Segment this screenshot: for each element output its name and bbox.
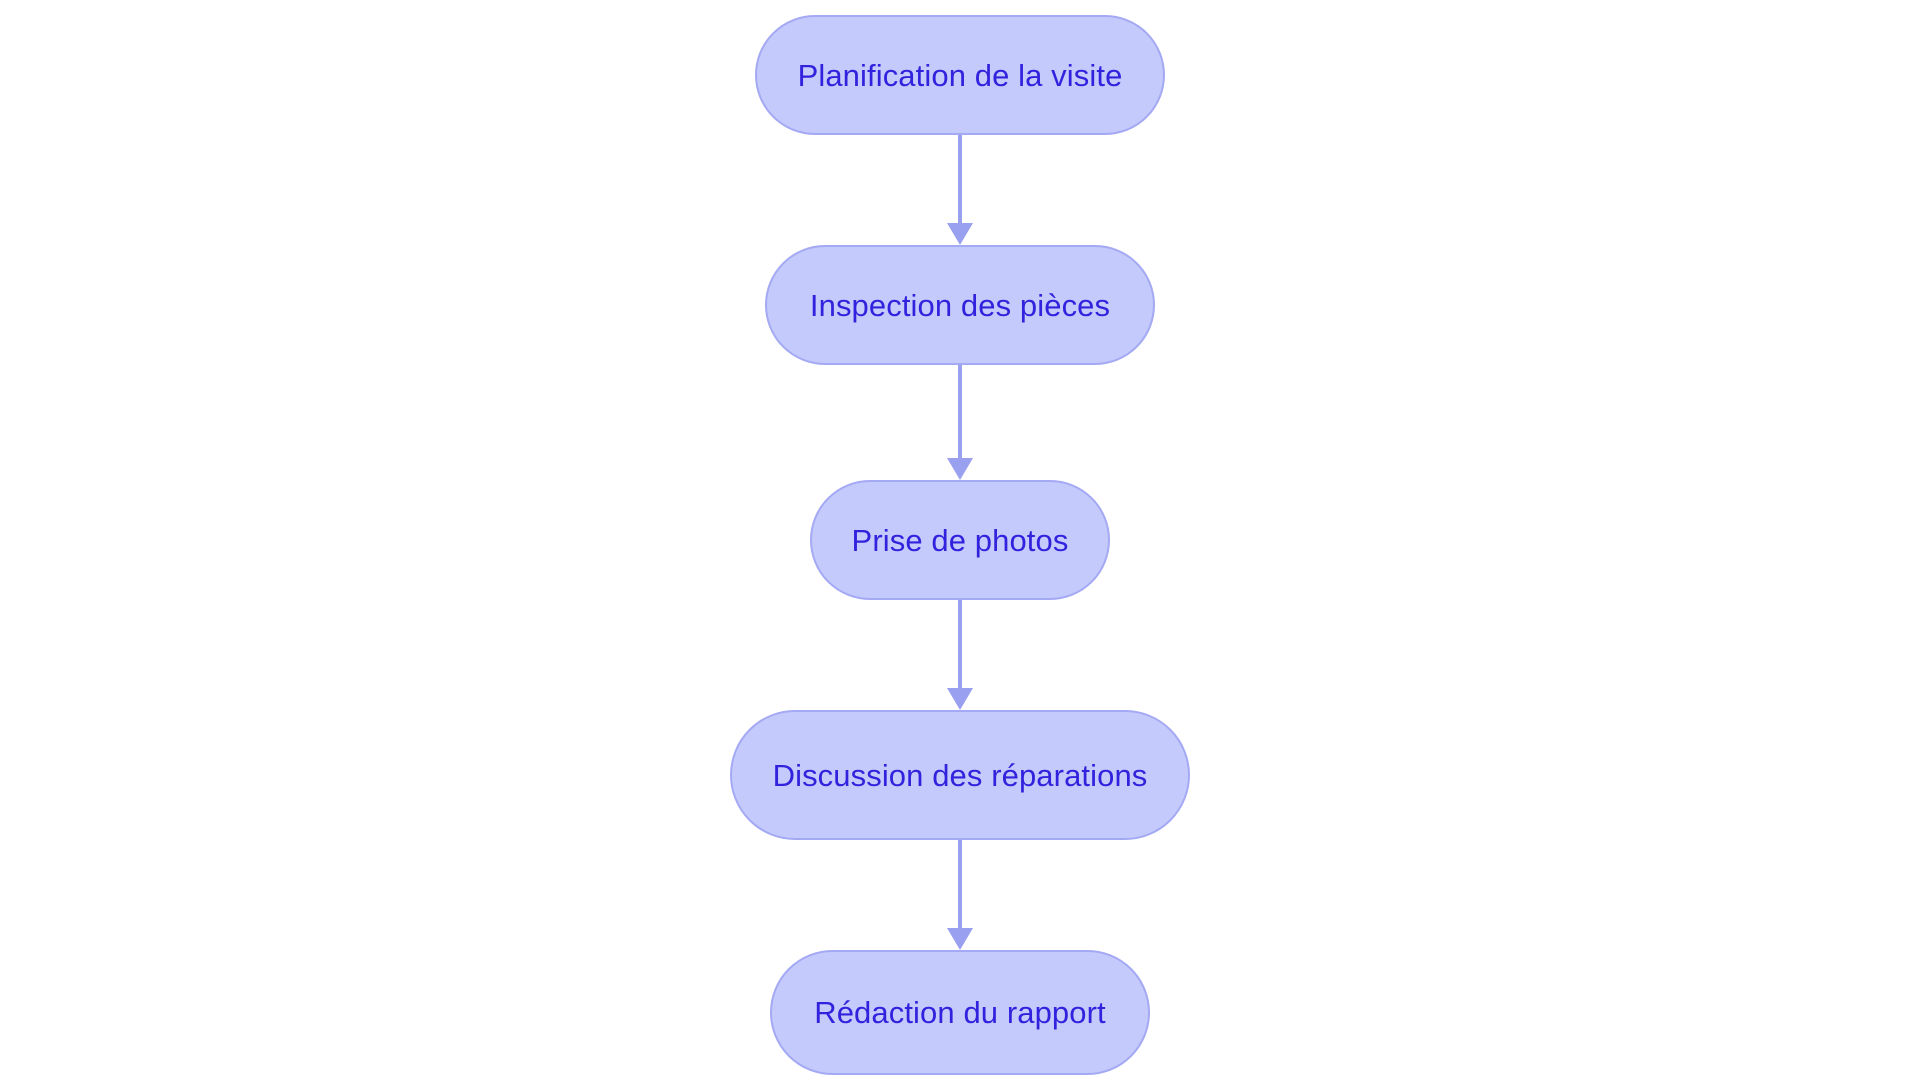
flowchart-node-redaction-du-rapport[interactable]: Rédaction du rapport (770, 950, 1150, 1075)
flowchart-node-label: Inspection des pièces (809, 287, 1111, 323)
flowchart-node-label: Discussion des réparations (772, 757, 1148, 793)
flowchart-node-discussion-des-reparations[interactable]: Discussion des réparations (730, 710, 1190, 840)
edge-line (958, 600, 962, 689)
flowchart-edge-n1-n2 (945, 365, 975, 480)
edge-line (958, 365, 962, 459)
flowchart-edge-n3-n4 (945, 840, 975, 950)
flowchart-node-inspection-des-pieces[interactable]: Inspection des pièces (765, 245, 1155, 365)
down-arrow-icon (947, 688, 973, 710)
flowchart-edge-n2-n3 (945, 600, 975, 710)
down-arrow-icon (947, 928, 973, 950)
edge-line (958, 135, 962, 224)
down-arrow-icon (947, 223, 973, 245)
down-arrow-icon (947, 458, 973, 480)
flowchart-edge-n0-n1 (945, 135, 975, 245)
flowchart-node-label: Planification de la visite (797, 57, 1123, 93)
flowchart-node-prise-de-photos[interactable]: Prise de photos (810, 480, 1110, 600)
flowchart-node-label: Rédaction du rapport (814, 995, 1106, 1030)
edge-line (958, 840, 962, 929)
flowchart-node-planification-de-la-visite[interactable]: Planification de la visite (755, 15, 1165, 135)
flowchart-node-label: Prise de photos (851, 522, 1069, 558)
